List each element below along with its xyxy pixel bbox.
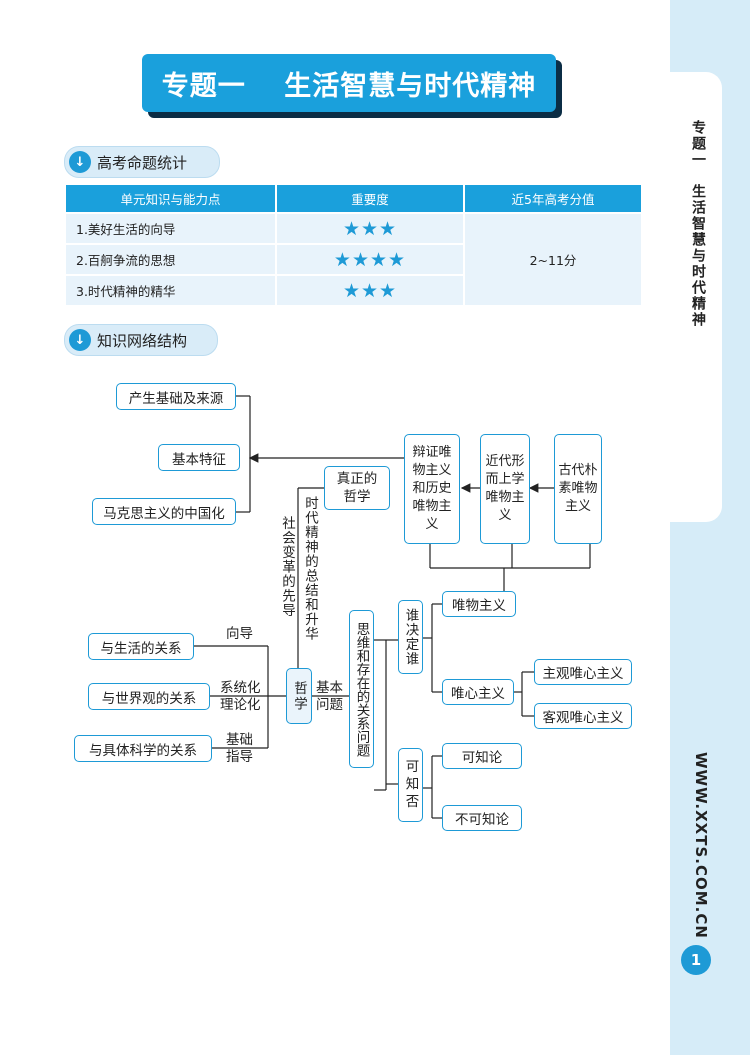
node-science-relation: 与具体科学的关系	[74, 735, 212, 762]
section-heading-stats: ↓ 高考命题统计	[64, 146, 220, 178]
label-social-change: 社会变革的先导	[279, 516, 295, 618]
table-row: 2.百舸争流的思想 ★★★★	[66, 243, 641, 275]
side-tab	[670, 72, 722, 522]
table-row: 3.时代精神的精华 ★★★	[66, 274, 641, 305]
page-number: 1	[681, 945, 711, 975]
table-header-row: 单元知识与能力点 重要度 近5年高考分值	[66, 185, 641, 213]
label-systematized: 系统化 理论化	[220, 680, 261, 713]
node-thinking-being: 思维和存在的关系问题	[349, 610, 374, 768]
arrow-down-icon: ↓	[69, 151, 91, 173]
section-heading-network-label: 知识网络结构	[97, 331, 188, 350]
label-basic-problem: 基本 问题	[316, 680, 343, 713]
node-unknowable: 不可知论	[442, 805, 522, 831]
node-philosophy: 哲学	[286, 668, 312, 724]
section-heading-network: ↓ 知识网络结构	[64, 324, 218, 356]
node-origin: 产生基础及来源	[116, 383, 236, 410]
label-epoch-essence: 时代精神的总结和升华	[302, 496, 318, 641]
node-who-decides: 谁决定谁	[398, 600, 423, 674]
table-cell-importance: ★★★★	[276, 243, 465, 275]
node-objective-idealism: 客观唯心主义	[534, 703, 632, 729]
table-cell-importance: ★★★	[276, 212, 465, 244]
table-cell-topic: 2.百舸争流的思想	[66, 243, 277, 275]
side-url: WWW.XXTS.COM.CN	[692, 752, 710, 939]
node-worldview-relation: 与世界观的关系	[88, 683, 210, 710]
stats-table: 单元知识与能力点 重要度 近5年高考分值 1.美好生活的向导 ★★★ 2~11分…	[66, 185, 641, 305]
arrow-down-icon: ↓	[69, 329, 91, 351]
section-heading-stats-label: 高考命题统计	[97, 153, 188, 172]
node-ancient-materialism: 古代朴素唯物主义	[554, 434, 602, 544]
node-idealism: 唯心主义	[442, 679, 514, 705]
side-tab-label: 专题一 生活智慧与时代精神	[690, 120, 706, 328]
node-materialism: 唯物主义	[442, 591, 516, 617]
page-title: 专题一 生活智慧与时代精神	[142, 54, 556, 112]
page-title-text: 专题一 生活智慧与时代精神	[161, 70, 537, 102]
table-header: 单元知识与能力点	[66, 185, 277, 213]
table-cell-importance: ★★★	[276, 274, 465, 305]
node-dialectical-materialism: 辩证唯物主义和历史唯物主义	[404, 434, 460, 544]
table-cell-score: 2~11分	[464, 212, 641, 305]
table-cell-topic: 1.美好生活的向导	[66, 212, 277, 244]
table-header: 近5年高考分值	[464, 185, 641, 213]
node-true-philosophy: 真正的 哲学	[324, 466, 390, 510]
table-row: 1.美好生活的向导 ★★★ 2~11分	[66, 212, 641, 305]
node-knowable: 可知论	[442, 743, 522, 769]
table-header: 重要度	[276, 185, 465, 213]
node-subjective-idealism: 主观唯心主义	[534, 659, 632, 685]
node-life-relation: 与生活的关系	[88, 633, 194, 660]
label-foundation: 基础 指导	[226, 732, 253, 765]
node-knowable-question: 可知否	[398, 748, 423, 822]
table-cell-topic: 3.时代精神的精华	[66, 274, 277, 305]
node-sinicization: 马克思主义的中国化	[92, 498, 236, 525]
diagram-connectors	[194, 395, 591, 819]
node-modern-materialism: 近代形而上学唯物主义	[480, 434, 530, 544]
node-features: 基本特征	[158, 444, 240, 471]
label-guide: 向导	[226, 626, 253, 642]
